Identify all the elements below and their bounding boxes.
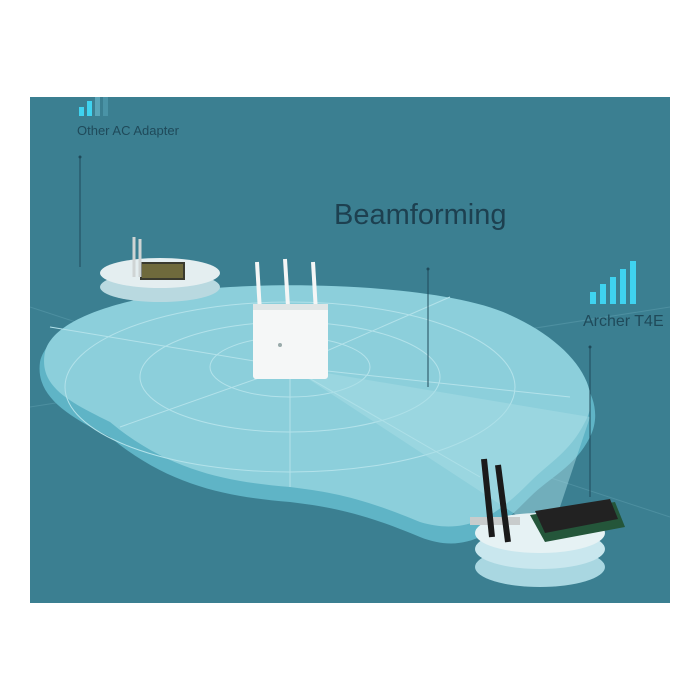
signal-bars-archer-icon — [590, 261, 636, 304]
scene-graphic — [30, 97, 670, 587]
title: Beamforming — [334, 199, 507, 231]
archer-t4e-device — [470, 458, 625, 587]
router-device — [253, 258, 328, 379]
leader-lines — [79, 157, 591, 497]
archer-label: Archer T4E — [583, 313, 664, 330]
beamforming-illustration: Beamforming Other AC Adapter Archer T4E — [30, 97, 670, 603]
signal-bars-other-icon — [79, 97, 108, 116]
other-adapter-label: Other AC Adapter — [77, 123, 179, 138]
beam — [290, 367, 590, 537]
other-adapter-device — [100, 237, 220, 302]
